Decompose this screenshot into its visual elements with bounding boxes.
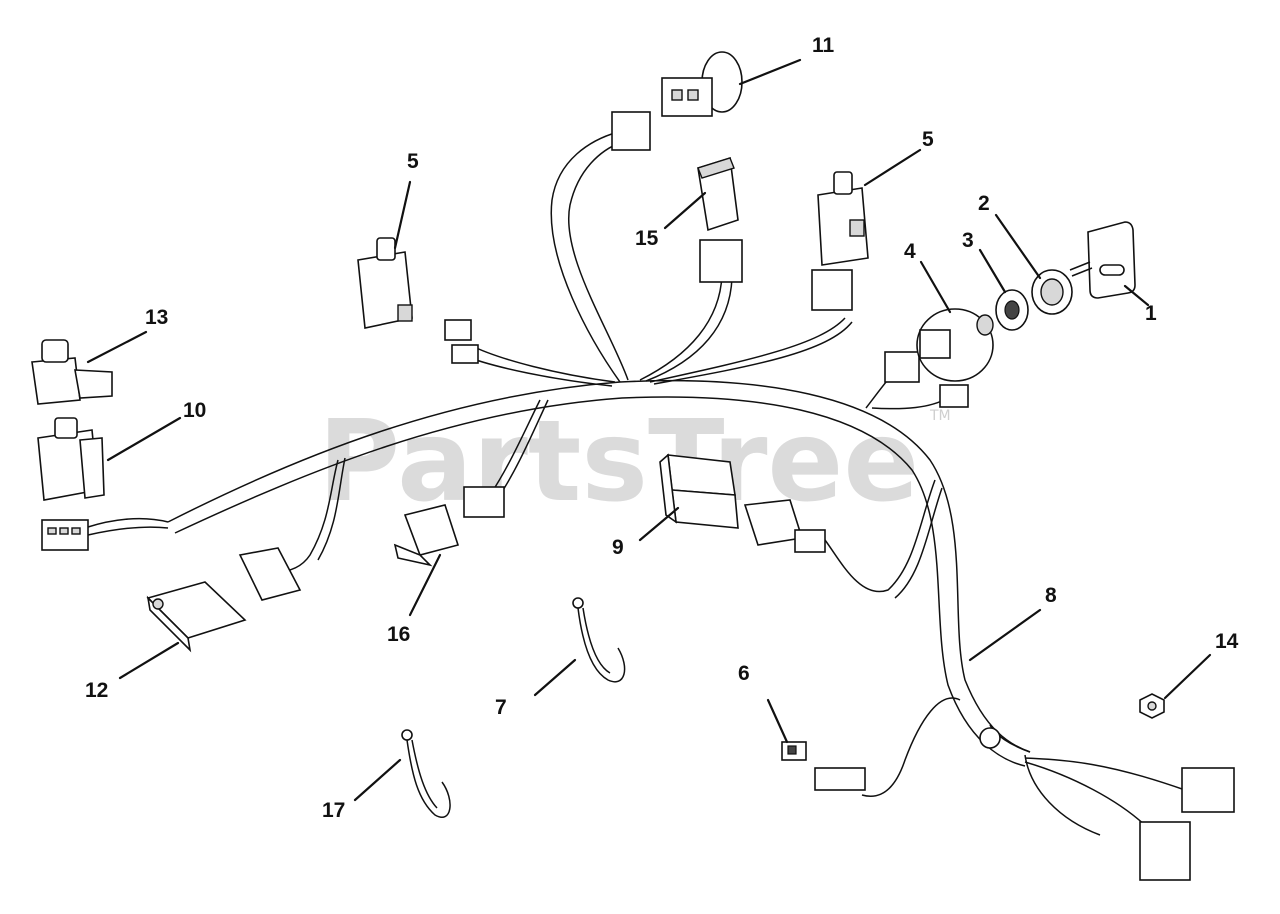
connector-ignition-ground (939, 384, 969, 408)
rectifier-12-part (146, 581, 247, 653)
interlock-switch-right-part (817, 171, 869, 266)
callout-9: 9 (612, 536, 624, 559)
leader-2 (994, 213, 1042, 280)
leader-15 (663, 191, 707, 230)
leader-14 (1163, 653, 1212, 700)
interlock-switch-left-part (357, 237, 413, 329)
callout-11: 11 (812, 34, 835, 57)
connector-switch-5a-upper (444, 319, 472, 341)
watermark: PartsTree TM (318, 397, 951, 527)
connector-fuse-holder (814, 767, 866, 791)
key-part (1069, 221, 1136, 299)
connector-center-drop (463, 486, 505, 518)
connector-left-drop (238, 547, 302, 601)
callout-13: 13 (145, 306, 168, 329)
callout-8: 8 (1045, 584, 1057, 607)
fuse-part (781, 741, 807, 761)
callout-1: 1 (1145, 302, 1157, 325)
leader-8 (968, 608, 1042, 662)
callout-2: 2 (978, 192, 990, 215)
callout-16: 16 (387, 623, 410, 646)
connector-bottom-right-lower (1139, 821, 1191, 881)
leader-3 (978, 248, 1007, 294)
leader-17 (353, 758, 402, 802)
harness-connectors (41, 239, 1235, 881)
callout-15: 15 (635, 227, 659, 250)
callout-6: 6 (738, 662, 750, 685)
cable-tie-17-part (401, 729, 451, 818)
leader-11 (738, 58, 802, 86)
connector-ignition (884, 351, 920, 383)
connector-switch-5b (811, 269, 853, 311)
hex-nut-14-part (1139, 693, 1165, 719)
switch-13-part (31, 339, 113, 405)
leader-6 (766, 698, 789, 744)
ignition-switch-part (916, 308, 994, 382)
module-9-part (659, 453, 739, 529)
callout-14: 14 (1215, 630, 1239, 653)
watermark-trademark: TM (929, 408, 951, 424)
watermark-text: PartsTree (318, 397, 919, 527)
connector-left-end (41, 519, 89, 551)
callout-5-left: 5 (407, 150, 419, 173)
relay-16-part (393, 504, 460, 567)
leader-4 (919, 260, 952, 314)
callout-labels: 1 2 3 4 5 5 6 7 8 9 10 11 12 13 14 15 16… (85, 34, 1239, 822)
solenoid-10-part (37, 417, 105, 501)
leader-1 (1123, 284, 1150, 307)
bezel-ring-part (1031, 269, 1073, 315)
connector-right-drop (794, 529, 826, 553)
callout-3: 3 (962, 229, 974, 252)
ignition-nut-part (995, 289, 1029, 331)
callout-4: 4 (904, 240, 916, 263)
connector-bottom-right-upper (1181, 767, 1235, 813)
connector-switch-5a-lower (451, 344, 479, 364)
callout-12: 12 (85, 679, 108, 702)
leader-9 (638, 506, 680, 542)
callout-17: 17 (322, 799, 345, 822)
leader-10 (106, 416, 182, 462)
cable-tie-7-part (572, 597, 626, 683)
ground-ring-terminal (979, 727, 1001, 749)
callout-5-right: 5 (922, 128, 934, 151)
leader-7 (533, 658, 577, 697)
leader-5b (863, 148, 922, 187)
hour-meter-part (611, 51, 743, 151)
callout-7: 7 (495, 696, 507, 719)
connector-15-socket (699, 239, 743, 283)
leader-16 (408, 553, 442, 617)
leader-lines (86, 58, 1212, 802)
fuse-cover-15-part (697, 156, 739, 232)
leader-5a (393, 180, 412, 250)
leader-12 (118, 641, 180, 680)
leader-13 (86, 330, 148, 364)
callout-10: 10 (183, 399, 206, 422)
